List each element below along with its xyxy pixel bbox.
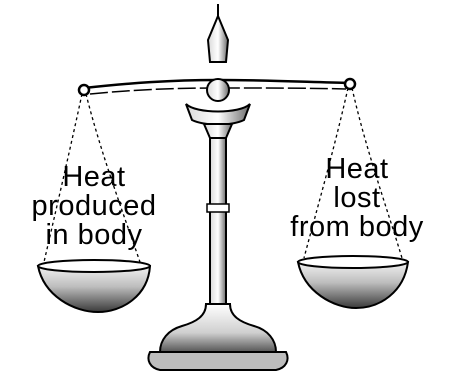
right-pan-label-line-3: from body (268, 213, 446, 242)
right-pan-label: Heat lost from body (268, 155, 446, 242)
left-pan-label-line-1: Heat (6, 163, 182, 192)
pointer-finial (208, 4, 228, 62)
pivot-hub (186, 79, 250, 125)
right-pan-label-line-1: Heat (268, 155, 446, 184)
central-post (204, 124, 232, 306)
right-pan-label-line-2: lost (268, 184, 446, 213)
scale-base (148, 304, 287, 370)
right-pan (298, 256, 408, 308)
left-pan-label-line-3: in body (6, 221, 182, 250)
left-pan (38, 260, 150, 312)
left-pan-label: Heat produced in body (6, 163, 182, 250)
left-pan-label-line-2: produced (6, 192, 182, 221)
